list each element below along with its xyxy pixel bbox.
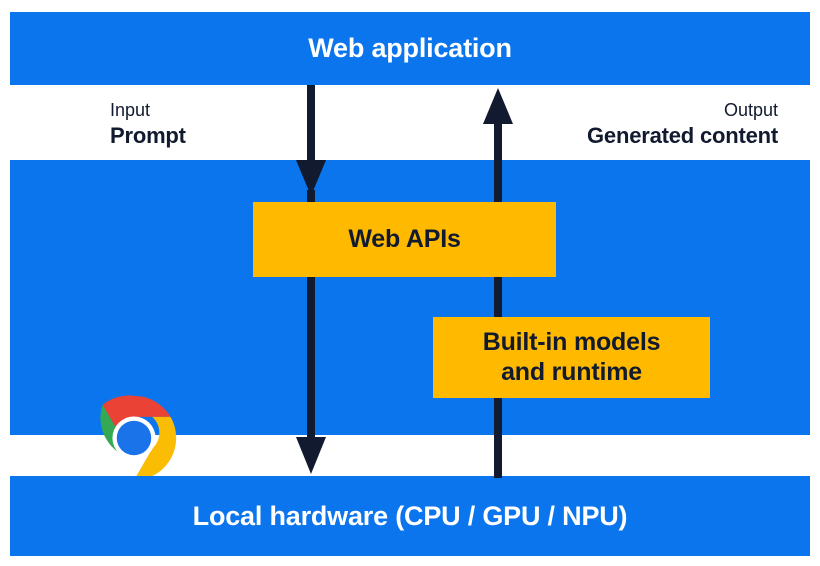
output-flow-caption: Output Generated content bbox=[587, 100, 778, 149]
web-application-label: Web application bbox=[308, 33, 512, 63]
input-kind-label: Input bbox=[110, 100, 151, 120]
band-local-hardware: Local hardware (CPU / GPU / NPU) bbox=[10, 476, 810, 556]
band-web-application: Web application bbox=[10, 12, 810, 85]
input-value-label: Prompt bbox=[110, 122, 186, 148]
built-in-models-line-1: Built-in models bbox=[482, 328, 661, 356]
output-kind-label: Output bbox=[723, 100, 778, 120]
built-in-models-label: Built-in models and runtime bbox=[483, 328, 661, 387]
chrome-icon bbox=[100, 395, 177, 481]
output-value-label: Generated content bbox=[587, 122, 778, 148]
local-hardware-label: Local hardware (CPU / GPU / NPU) bbox=[192, 501, 628, 531]
web-apis-label: Web APIs bbox=[348, 224, 461, 253]
web-apis-box: Web APIs bbox=[253, 202, 556, 277]
built-in-models-line-2: and runtime bbox=[501, 357, 642, 386]
built-in-models-box: Built-in models and runtime bbox=[433, 317, 710, 398]
input-flow-caption: Input Prompt bbox=[110, 100, 186, 149]
